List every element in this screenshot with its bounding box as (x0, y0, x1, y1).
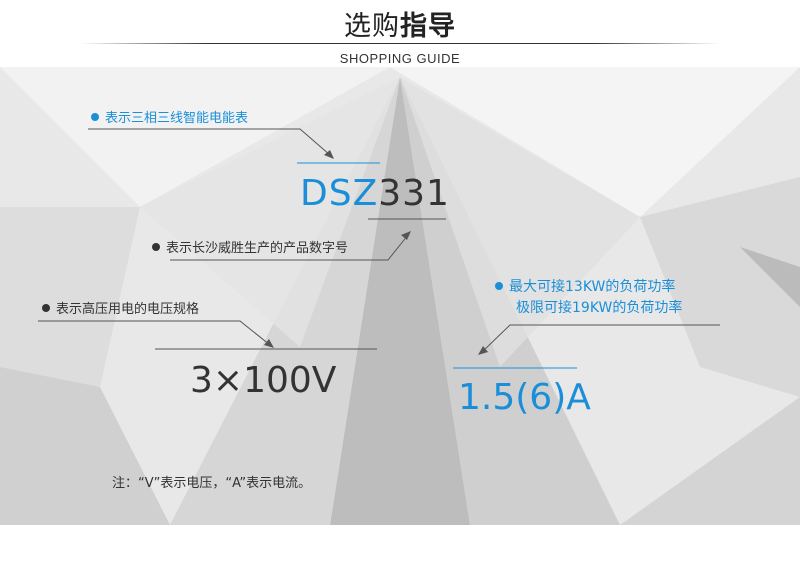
model-type-annotation: 表示三相三线智能电能表 (91, 107, 248, 126)
page-title: 选购指导 (0, 4, 800, 43)
bullet-dot (495, 282, 503, 290)
title-light: 选购 (344, 11, 400, 42)
current-value: 1.5(6)A (458, 377, 591, 418)
bullet-dot (91, 113, 99, 121)
power-max-label: 最大可接13KW的负荷功率 (509, 279, 676, 295)
model-code: DSZ331 (300, 173, 450, 214)
model-number: 331 (378, 173, 450, 214)
voltage-annotation: 表示高压用电的电压规格 (42, 298, 199, 317)
page-header: 选购指导 SHOPPING GUIDE (0, 0, 800, 66)
page-subtitle: SHOPPING GUIDE (339, 51, 461, 66)
guide-panel: 表示三相三线智能电能表 DSZ331 表示长沙威胜生产的产品数字号 表示高压用电… (0, 67, 800, 525)
model-type-label: 表示三相三线智能电能表 (105, 111, 249, 126)
bullet-dot (42, 304, 50, 312)
title-bold: 指导 (400, 11, 456, 42)
bullet-dot (152, 243, 160, 251)
factory-code-label: 表示长沙威胜生产的产品数字号 (166, 241, 349, 256)
power-annotation: 最大可接13KW的负荷功率 极限可接19KW的负荷功率 (495, 277, 682, 319)
model-prefix: DSZ (300, 173, 379, 214)
polygon-background (0, 67, 800, 525)
factory-code-annotation: 表示长沙威胜生产的产品数字号 (152, 237, 348, 256)
annotation-lines (38, 128, 720, 369)
power-line-1: 最大可接13KW的负荷功率 (495, 277, 682, 298)
voltage-value: 3×100V (190, 360, 337, 401)
power-limit-label: 极限可接19KW的负荷功率 (516, 300, 683, 316)
power-line-2: 极限可接19KW的负荷功率 (495, 298, 682, 319)
footnote: 注：“V”表示电压，“A”表示电流。 (112, 476, 312, 491)
header-divider (80, 43, 720, 44)
voltage-label: 表示高压用电的电压规格 (56, 302, 200, 317)
